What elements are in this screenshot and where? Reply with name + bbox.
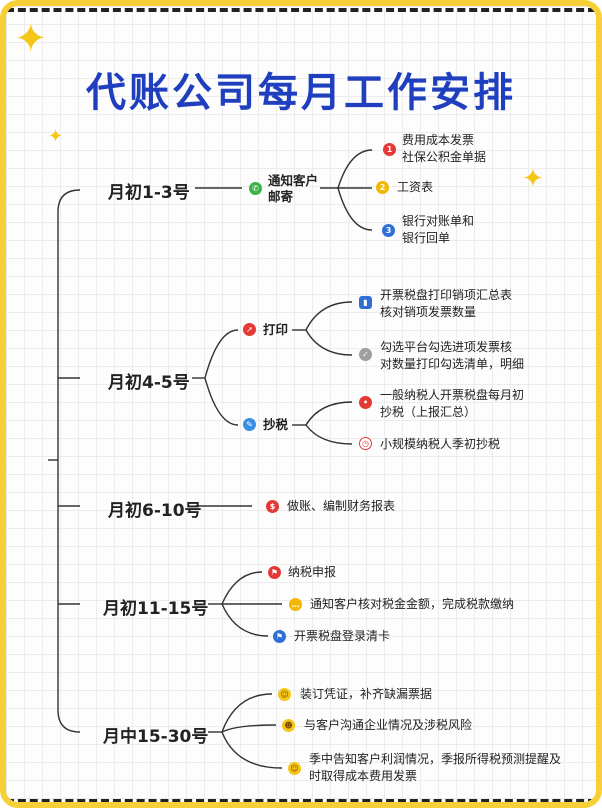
dollar-icon: $ [266, 500, 279, 513]
leaf-check-platform: 勾选平台勾选进项发票核 对数量打印勾选清单，明细 [380, 339, 524, 373]
grin-icon: ☺ [288, 762, 301, 775]
leaf-payroll: 工资表 [397, 180, 434, 194]
bottom-dashed-border [6, 799, 596, 802]
leaf-tax-declaration: 纳税申报 [288, 565, 337, 579]
branch-6-10: 月初6-10号 [108, 501, 202, 521]
leaf-print-summary: 开票税盘打印销项汇总表 核对销项发票数量 [380, 287, 512, 321]
clock-icon: ◷ [359, 437, 372, 450]
notify-line-1: 通知客户 [268, 173, 319, 188]
pencil-icon: ✎ [243, 418, 256, 431]
print-node: 打印 [263, 322, 289, 337]
leaf-line: 费用成本发票 [402, 133, 475, 147]
notify-line-2: 邮寄 [268, 189, 294, 204]
wechat-icon: ✆ [249, 182, 262, 195]
leaf-line: 银行对账单和 [402, 214, 475, 228]
speech-icon: … [289, 598, 302, 611]
leaf-line: 银行回单 [402, 231, 451, 245]
branch-4-5: 月初4-5号 [108, 373, 190, 393]
leaf-clear-card: 开票税盘登录清卡 [294, 629, 391, 643]
number-2-icon: 2 [376, 181, 389, 194]
pin-icon: • [359, 396, 372, 409]
blue-flag-icon: ⚑ [273, 630, 286, 643]
check-icon: ✓ [359, 348, 372, 361]
leaf-line: 开票税盘打印销项汇总表 [380, 288, 513, 302]
leaf-general-taxpayer: 一般纳税人开票税盘每月初 抄税（上报汇总） [380, 387, 524, 421]
branch-1-3: 月初1-3号 [108, 183, 190, 203]
number-3-icon: 3 [382, 224, 395, 237]
branch-15-30: 月中15-30号 [103, 727, 209, 747]
sparkle-icon: ✦ [14, 16, 48, 62]
leaf-line: 社保公积金单据 [402, 150, 487, 164]
number-1-icon: 1 [383, 143, 396, 156]
sparkle-icon: ✦ [48, 126, 64, 147]
leaf-line: 一般纳税人开票税盘每月初 [380, 388, 525, 402]
leaf-line: 对数量打印勾选清单，明细 [380, 357, 525, 371]
leaf-communicate-risk: 与客户沟通企业情况及涉税风险 [304, 718, 473, 732]
leaf-bank-statement: 银行对账单和 银行回单 [402, 213, 474, 247]
bar-chart-icon: ▮ [359, 296, 372, 309]
leaf-notify-tax: 通知客户核对税金金额，完成税款缴纳 [310, 597, 515, 611]
sparkle-icon: ✦ [522, 164, 544, 194]
smile-icon: ☺ [278, 688, 291, 701]
leaf-small-taxpayer: 小规模纳税人季初抄税 [380, 437, 501, 451]
leaf-line: 时取得成本费用发票 [309, 769, 418, 783]
leaf-line: 核对销项发票数量 [380, 305, 477, 319]
wink-icon: ☻ [282, 719, 295, 732]
leaf-line: 抄税（上报汇总） [380, 405, 477, 419]
top-dashed-border [6, 8, 596, 12]
leaf-cost-invoices: 费用成本发票 社保公积金单据 [402, 132, 486, 166]
copy-tax-node: 抄税 [263, 417, 289, 432]
flag-icon: ⚑ [268, 566, 281, 579]
leaf-line: 季中告知客户利润情况，季报所得税预测提醒及 [309, 752, 562, 766]
page-title: 代账公司每月工作安排 [86, 70, 516, 116]
notify-node: 通知客户 邮寄 [268, 173, 318, 205]
leaf-line: 勾选平台勾选进项发票核 [380, 340, 513, 354]
leaf-binding-vouchers: 装订凭证，补齐缺漏票据 [300, 687, 433, 701]
branch-11-15: 月初11-15号 [103, 599, 209, 619]
leaf-profit-report: 季中告知客户利润情况，季报所得税预测提醒及 时取得成本费用发票 [309, 751, 561, 785]
print-red-icon: ➚ [243, 323, 256, 336]
leaf-bookkeeping: 做账、编制财务报表 [287, 499, 396, 513]
